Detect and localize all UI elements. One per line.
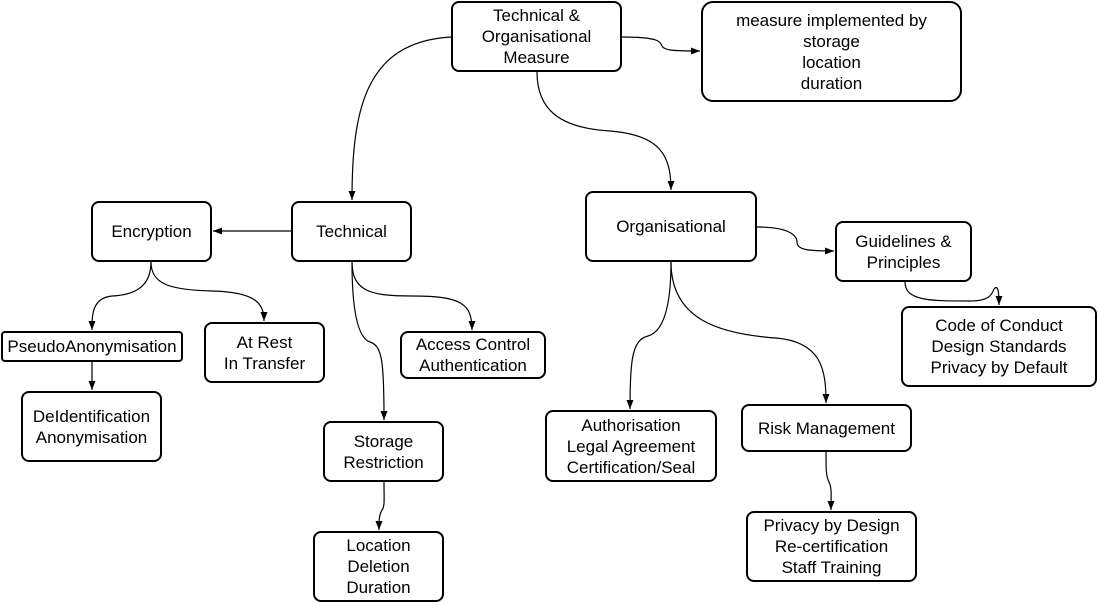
node-technical: Technical xyxy=(291,201,412,262)
edge-organisational-to-guidelines xyxy=(756,226,835,255)
edge-technical-to-storage-restriction xyxy=(351,261,388,421)
node-label: At Rest In Transfer xyxy=(223,332,306,373)
node-label: Storage Restriction xyxy=(343,431,424,472)
edge-encryption-to-pseudo xyxy=(88,261,152,331)
edge-root-to-technical xyxy=(348,36,452,201)
node-label: Privacy by Design Re-certification Staff… xyxy=(763,516,900,577)
node-label: PseudoAnonymisation xyxy=(7,337,177,356)
edge-risk-to-privacy-by-design xyxy=(825,451,835,511)
node-location-deletion-duration: Location Deletion Duration xyxy=(313,531,444,602)
node-label: Authorisation Legal Agreement Certificat… xyxy=(566,415,696,477)
node-label: Guidelines & Principles xyxy=(855,231,952,272)
node-storage-restriction: Storage Restriction xyxy=(323,421,444,482)
edge-root-to-organisational xyxy=(536,71,675,191)
edge-organisational-to-risk-management xyxy=(670,261,830,404)
node-label: Risk Management xyxy=(757,418,895,438)
node-encryption: Encryption xyxy=(91,201,212,262)
node-label: Location Deletion Duration xyxy=(346,536,411,597)
edge-storage-to-location xyxy=(375,481,385,531)
edge-organisational-to-authorisation xyxy=(626,261,672,410)
node-label: measure implemented by storage location … xyxy=(736,10,927,93)
node-privacy-by-design: Privacy by Design Re-certification Staff… xyxy=(746,511,917,582)
node-organisational: Organisational xyxy=(585,191,757,262)
node-label: Encryption xyxy=(111,222,192,241)
node-label: Technical xyxy=(316,222,387,241)
edge-guidelines-to-code-of-conduct xyxy=(904,281,1003,306)
node-code-of-conduct: Code of Conduct Design Standards Privacy… xyxy=(901,306,1097,387)
node-label: Code of Conduct Design Standards Privacy… xyxy=(930,316,1068,377)
edge-root-to-measure-note xyxy=(621,36,701,55)
edge-technical-to-access-control xyxy=(351,261,476,331)
node-label: DeIdentification Anonymisation xyxy=(32,406,151,447)
node-label: Organisational xyxy=(616,217,726,236)
node-access-control: Access Control Authentication xyxy=(400,331,546,379)
node-label: Access Control Authentication xyxy=(415,335,531,375)
node-label: Technical & Organisational Measure xyxy=(481,6,592,67)
node-authorisation: Authorisation Legal Agreement Certificat… xyxy=(545,410,717,482)
node-guidelines-principles: Guidelines & Principles xyxy=(835,221,972,282)
node-at-rest-in-transfer: At Rest In Transfer xyxy=(204,322,325,383)
edge-encryption-to-at-rest xyxy=(150,261,268,322)
node-technical-organisational-measure: Technical & Organisational Measure xyxy=(451,1,622,72)
node-deidentification: DeIdentification Anonymisation xyxy=(21,391,162,462)
node-measure-implemented-by: measure implemented by storage location … xyxy=(701,1,962,102)
node-pseudo-anonymisation: PseudoAnonymisation xyxy=(1,331,183,362)
node-risk-management: Risk Management xyxy=(741,404,912,452)
